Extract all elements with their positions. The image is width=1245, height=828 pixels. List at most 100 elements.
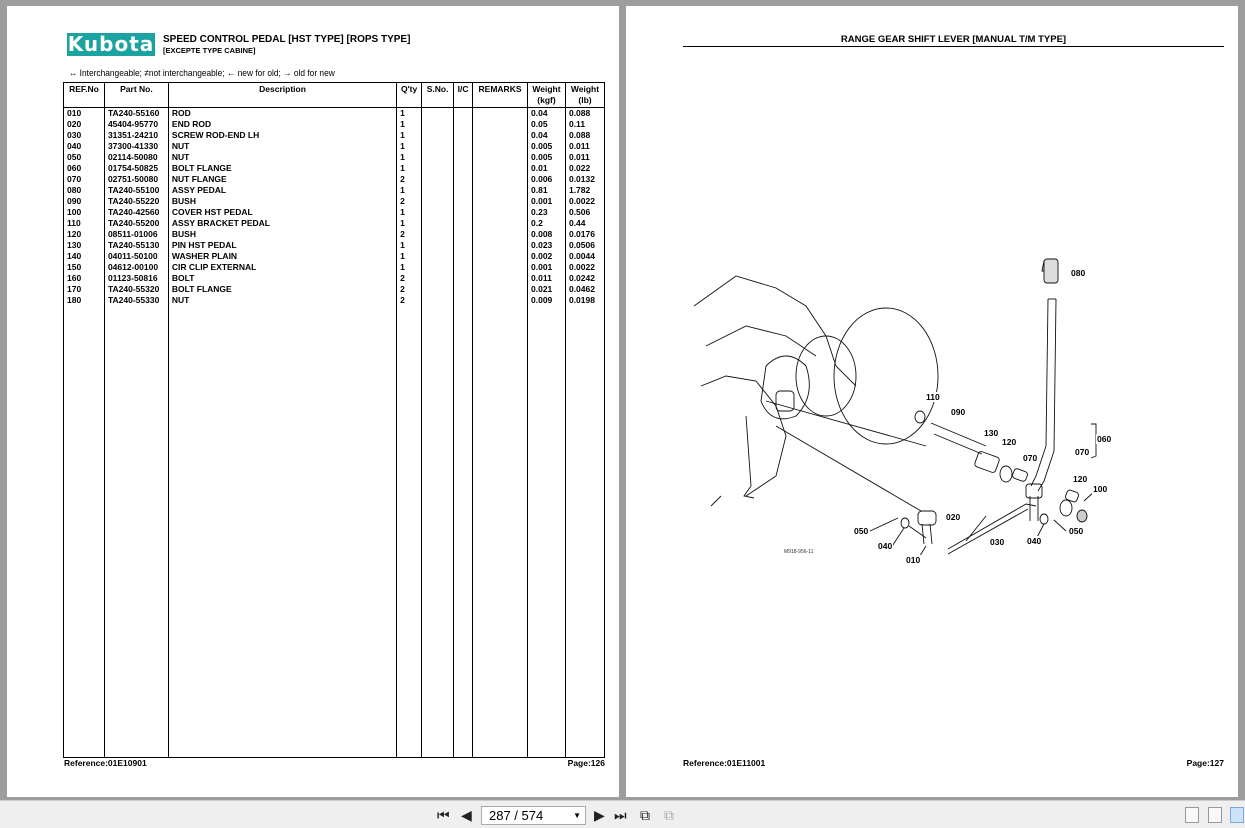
table-cell: 0.008	[527, 229, 566, 240]
callout-label: 050	[853, 526, 870, 536]
table-cell: TA240-55220	[103, 196, 169, 207]
table-cell: 0.0044	[564, 251, 606, 262]
empty-cell	[564, 306, 606, 758]
table-cell: 2	[396, 273, 423, 284]
table-cell	[453, 130, 474, 141]
table-cell: 100	[63, 207, 105, 218]
interchangeability-legend: ↔ Interchangeable; ≠not interchangeable;…	[69, 68, 335, 79]
table-cell	[421, 141, 455, 152]
table-cell	[472, 163, 528, 174]
shaft-assembly	[765, 400, 1088, 523]
table-cell: 01754-50825	[103, 163, 169, 174]
empty-cell	[103, 306, 169, 758]
table-cell: 0.023	[527, 240, 566, 251]
table-cell: 030	[63, 130, 105, 141]
table-cell: 0.005	[527, 141, 566, 152]
table-cell: TA240-55100	[103, 185, 169, 196]
table-cell	[453, 196, 474, 207]
table-cell	[421, 207, 455, 218]
table-cell: 0.81	[527, 185, 566, 196]
table-cell: 0.0176	[564, 229, 606, 240]
table-cell: ROD	[167, 107, 398, 119]
empty-cell	[527, 306, 566, 758]
table-cell: 0.001	[527, 196, 566, 207]
table-cell: 0.009	[527, 295, 566, 306]
table-cell	[453, 141, 474, 152]
table-cell	[421, 218, 455, 229]
previous-page-icon[interactable]: ◀	[461, 807, 472, 823]
table-cell: 0.0462	[564, 284, 606, 295]
empty-cell	[472, 306, 528, 758]
table-cell	[472, 130, 528, 141]
table-cell: TA240-55200	[103, 218, 169, 229]
viewer-toolbar: ⏮ ◀ 287 / 574 ▼ ▶ ⏭ ⧉ ⧉	[0, 800, 1245, 828]
table-cell: 120	[63, 229, 105, 240]
continuous-view-icon[interactable]	[1208, 807, 1222, 823]
table-cell	[421, 130, 455, 141]
table-cell: 090	[63, 196, 105, 207]
table-cell: 020	[63, 119, 105, 130]
table-cell	[472, 295, 528, 306]
table-cell: 0.44	[564, 218, 606, 229]
table-cell	[472, 207, 528, 218]
table-cell	[453, 119, 474, 130]
table-cell: 1	[396, 207, 423, 218]
page-selector[interactable]: 287 / 574 ▼	[481, 806, 586, 825]
table-cell	[453, 207, 474, 218]
callout-label: 100	[1092, 484, 1109, 494]
table-cell	[453, 273, 474, 284]
last-page-icon[interactable]: ⏭	[614, 807, 627, 823]
table-cell	[472, 229, 528, 240]
table-cell: PIN HST PEDAL	[167, 240, 398, 251]
kubota-logo: Kubota	[67, 32, 155, 56]
table-cell: 0.088	[564, 130, 606, 141]
table-cell: 2	[396, 284, 423, 295]
rotate-page-icon[interactable]: ⧉	[640, 807, 650, 823]
first-page-icon[interactable]: ⏮	[437, 807, 450, 823]
callout-label: 080	[1070, 268, 1087, 278]
callout-label: 040	[877, 541, 894, 551]
table-cell: 2	[396, 196, 423, 207]
reference-text: Reference:01E10901	[64, 758, 147, 768]
table-cell	[472, 107, 528, 119]
table-cell: 2	[396, 229, 423, 240]
next-page-icon[interactable]: ▶	[594, 807, 605, 823]
table-cell: 0.022	[564, 163, 606, 174]
table-cell: 0.011	[564, 152, 606, 163]
table-cell: 1	[396, 185, 423, 196]
table-cell: 0.0132	[564, 174, 606, 185]
single-page-view-icon[interactable]	[1185, 807, 1199, 823]
chevron-down-icon: ▼	[573, 811, 581, 820]
table-cell: 0.05	[527, 119, 566, 130]
callout-label: 120	[1001, 437, 1018, 447]
table-cell: 02114-50080	[103, 152, 169, 163]
callout-label: 120	[1072, 474, 1089, 484]
table-cell	[453, 295, 474, 306]
table-cell: 0.088	[564, 107, 606, 119]
two-page-view-icon[interactable]	[1230, 807, 1244, 823]
table-filler-row	[63, 306, 606, 758]
table-cell: COVER HST PEDAL	[167, 207, 398, 218]
table-cell: TA240-55330	[103, 295, 169, 306]
column-header: REMARKS	[472, 82, 528, 108]
table-cell	[472, 262, 528, 273]
table-cell: 1	[396, 163, 423, 174]
copy-page-icon[interactable]: ⧉	[664, 807, 674, 823]
table-cell	[453, 107, 474, 119]
table-cell	[472, 218, 528, 229]
table-cell	[421, 273, 455, 284]
table-cell: 2	[396, 174, 423, 185]
empty-cell	[396, 306, 423, 758]
table-cell	[472, 119, 528, 130]
callout-label: 050	[1068, 526, 1085, 536]
table-cell	[421, 229, 455, 240]
table-cell: 1	[396, 218, 423, 229]
table-cell: 1.782	[564, 185, 606, 196]
table-cell	[453, 185, 474, 196]
